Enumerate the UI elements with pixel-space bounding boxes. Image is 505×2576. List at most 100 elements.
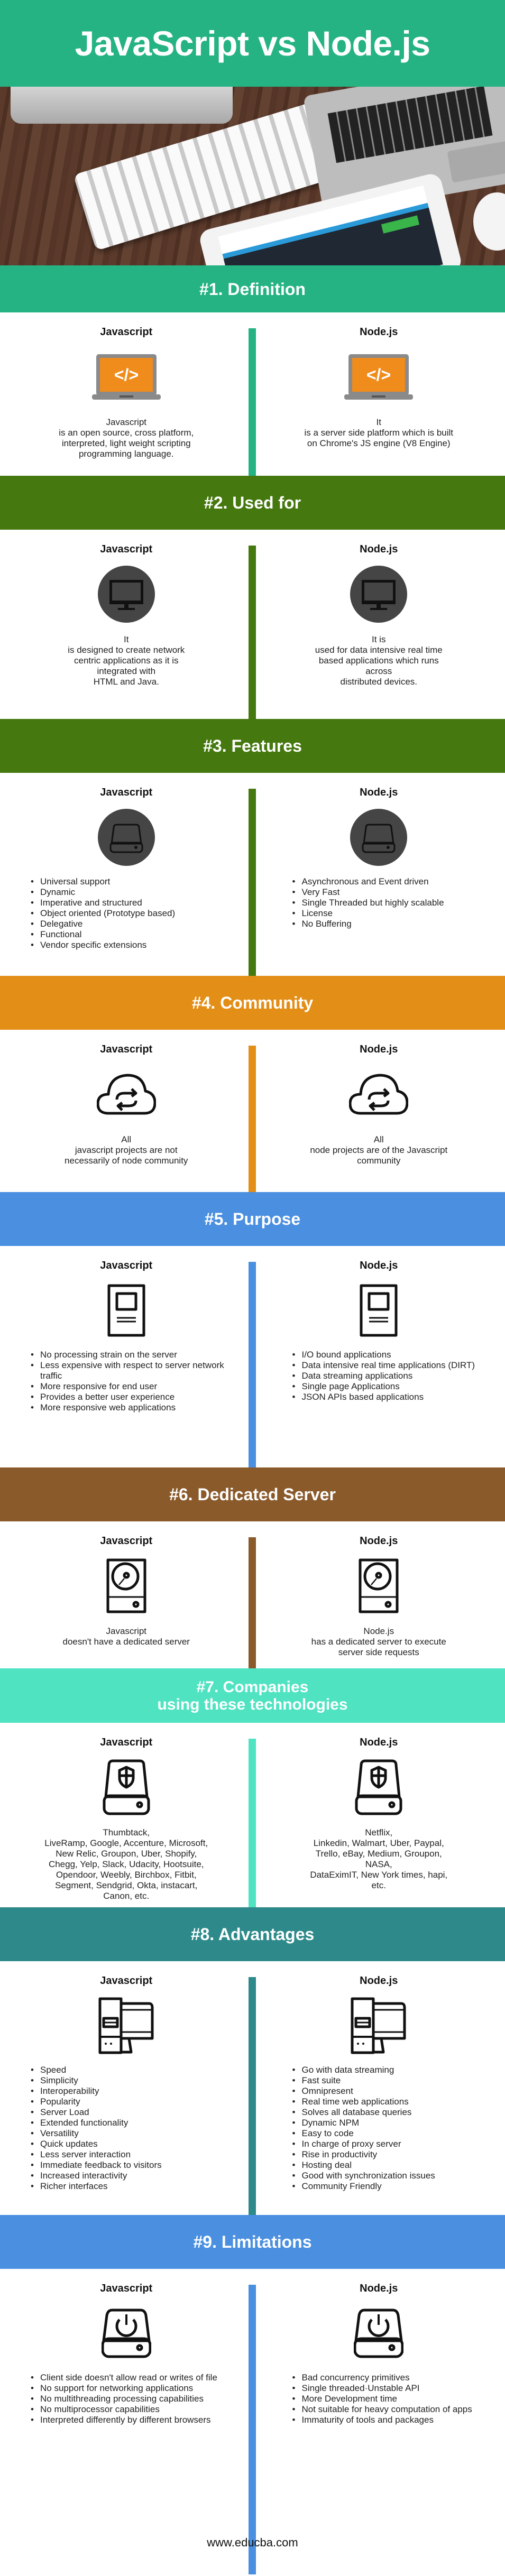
column-title: Javascript: [100, 1260, 153, 1271]
column-title: Node.js: [360, 1737, 398, 1748]
section-header: #8. Advantages: [0, 1907, 505, 1961]
description-line: is a server side platform which is built: [304, 428, 454, 438]
list-item: Speed: [31, 2065, 162, 2075]
column-title: Node.js: [360, 326, 398, 338]
list-item: Rise in productivity: [292, 2149, 435, 2160]
list-item: Popularity: [31, 2097, 162, 2107]
section-header: #4. Community: [0, 976, 505, 1030]
section-header: #5. Purpose: [0, 1192, 505, 1246]
list-item: Immediate feedback to visitors: [31, 2160, 162, 2171]
description-line: integrated with: [97, 666, 156, 676]
column-divider: [249, 1739, 256, 1907]
bullet-list: I/O bound applicationsData intensive rea…: [292, 1350, 486, 1402]
laptop-code-icon: </>: [91, 348, 161, 405]
list-item: Hosting deal: [292, 2160, 435, 2171]
description-line: DataEximIT, New York times, hapi,: [310, 1870, 448, 1880]
column-divider: [249, 1537, 256, 1668]
description-line: has a dedicated server to execute: [311, 1637, 446, 1647]
list-item: Data streaming applications: [292, 1371, 475, 1381]
list-item: Go with data streaming: [292, 2065, 435, 2075]
comparison-row: JavascriptSpeedSimplicityInteroperabilit…: [0, 1961, 505, 2215]
description-line: is an open source, cross platform,: [59, 428, 194, 438]
list-item: More responsive web applications: [31, 1402, 242, 1413]
list-item: Vendor specific extensions: [31, 940, 175, 950]
list-item: JSON APIs based applications: [292, 1392, 475, 1402]
column-title: Node.js: [360, 1044, 398, 1055]
column-title: Javascript: [100, 326, 153, 338]
list-item: Increased interactivity: [31, 2171, 162, 2181]
nodejs-column: Node.jsBad concurrency primitivesSingle …: [253, 2269, 505, 2574]
list-item: Data intensive real time applications (D…: [292, 1360, 475, 1371]
description-line: Node.js: [363, 1626, 394, 1636]
title-banner: JavaScript vs Node.js: [0, 0, 505, 87]
description-line: It: [124, 634, 129, 644]
list-item: More Development time: [292, 2394, 472, 2404]
desktop-tower-icon: [98, 1997, 154, 2054]
bullet-list: SpeedSimplicityInteroperabilityPopularit…: [31, 2065, 172, 2192]
list-item: Less expensive with respect to server ne…: [31, 1360, 242, 1381]
list-item: Dynamic NPM: [292, 2118, 435, 2128]
list-item: Very Fast: [292, 887, 444, 898]
column-title: Node.js: [360, 1260, 398, 1271]
nodejs-column: Node.jsI/O bound applicationsData intens…: [253, 1246, 505, 1467]
bullet-list: Go with data streamingFast suiteOmnipres…: [292, 2065, 446, 2192]
list-item: Real time web applications: [292, 2097, 435, 2107]
description-line: Netflix,: [365, 1827, 393, 1838]
list-item: Community Friendly: [292, 2181, 435, 2192]
hard-disk-icon: [359, 1557, 399, 1614]
description-line: HTML and Java.: [93, 677, 159, 687]
description-line: on Chrome's JS engine (V8 Engine): [307, 438, 451, 448]
column-title: Javascript: [100, 1737, 153, 1748]
shield-drive-icon: [103, 1759, 150, 1816]
list-item: Bad concurrency primitives: [292, 2372, 472, 2383]
list-item: Dynamic: [31, 887, 175, 898]
column-divider: [249, 1977, 256, 2215]
column-title: Javascript: [100, 787, 153, 798]
bullet-list: No processing strain on the serverLess e…: [31, 1350, 253, 1413]
column-divider: [249, 546, 256, 719]
list-item: I/O bound applications: [292, 1350, 475, 1360]
column-title: Node.js: [360, 2283, 398, 2294]
javascript-column: JavascriptUniversal supportDynamicImpera…: [0, 773, 253, 976]
list-item: Interpreted differently by different bro…: [31, 2415, 217, 2425]
list-item: Asynchronous and Event driven: [292, 876, 444, 887]
javascript-column: JavascriptClient side doesn't allow read…: [0, 2269, 253, 2574]
section-header: #1. Definition: [0, 265, 505, 312]
bullet-list: Client side doesn't allow read or writes…: [31, 2372, 228, 2425]
section-header: #2. Used for: [0, 476, 505, 530]
description: Thumbtack,LiveRamp, Google, Accenture, M…: [34, 1827, 218, 1901]
description-line: Thumbtack,: [103, 1827, 150, 1838]
list-item: Imperative and structured: [31, 898, 175, 908]
description-line: centric applications as it is: [74, 655, 179, 666]
cloud-sync-icon: [96, 1066, 156, 1123]
list-item: Provides a better user experience: [31, 1392, 242, 1402]
list-item: Solves all database queries: [292, 2107, 435, 2118]
list-item: No multithreading processing capabilitie…: [31, 2394, 217, 2404]
svg-text:</>: </>: [114, 365, 139, 384]
svg-text:</>: </>: [366, 365, 391, 384]
list-item: No support for networking applications: [31, 2383, 217, 2394]
description-line: distributed devices.: [340, 677, 418, 687]
description-line: etc.: [371, 1880, 386, 1890]
description-line: across: [365, 666, 392, 676]
description-line: Opendoor, Weebly, Birchbox, Fitbit,: [56, 1870, 197, 1880]
description-line: javascript projects are not: [75, 1145, 178, 1155]
list-item: More responsive for end user: [31, 1381, 242, 1392]
description-line: Segment, Sendgrid, Okta, instacart,: [55, 1880, 198, 1890]
section-header: #7. Companies using these technologies: [0, 1668, 505, 1723]
list-item: No Buffering: [292, 919, 444, 929]
